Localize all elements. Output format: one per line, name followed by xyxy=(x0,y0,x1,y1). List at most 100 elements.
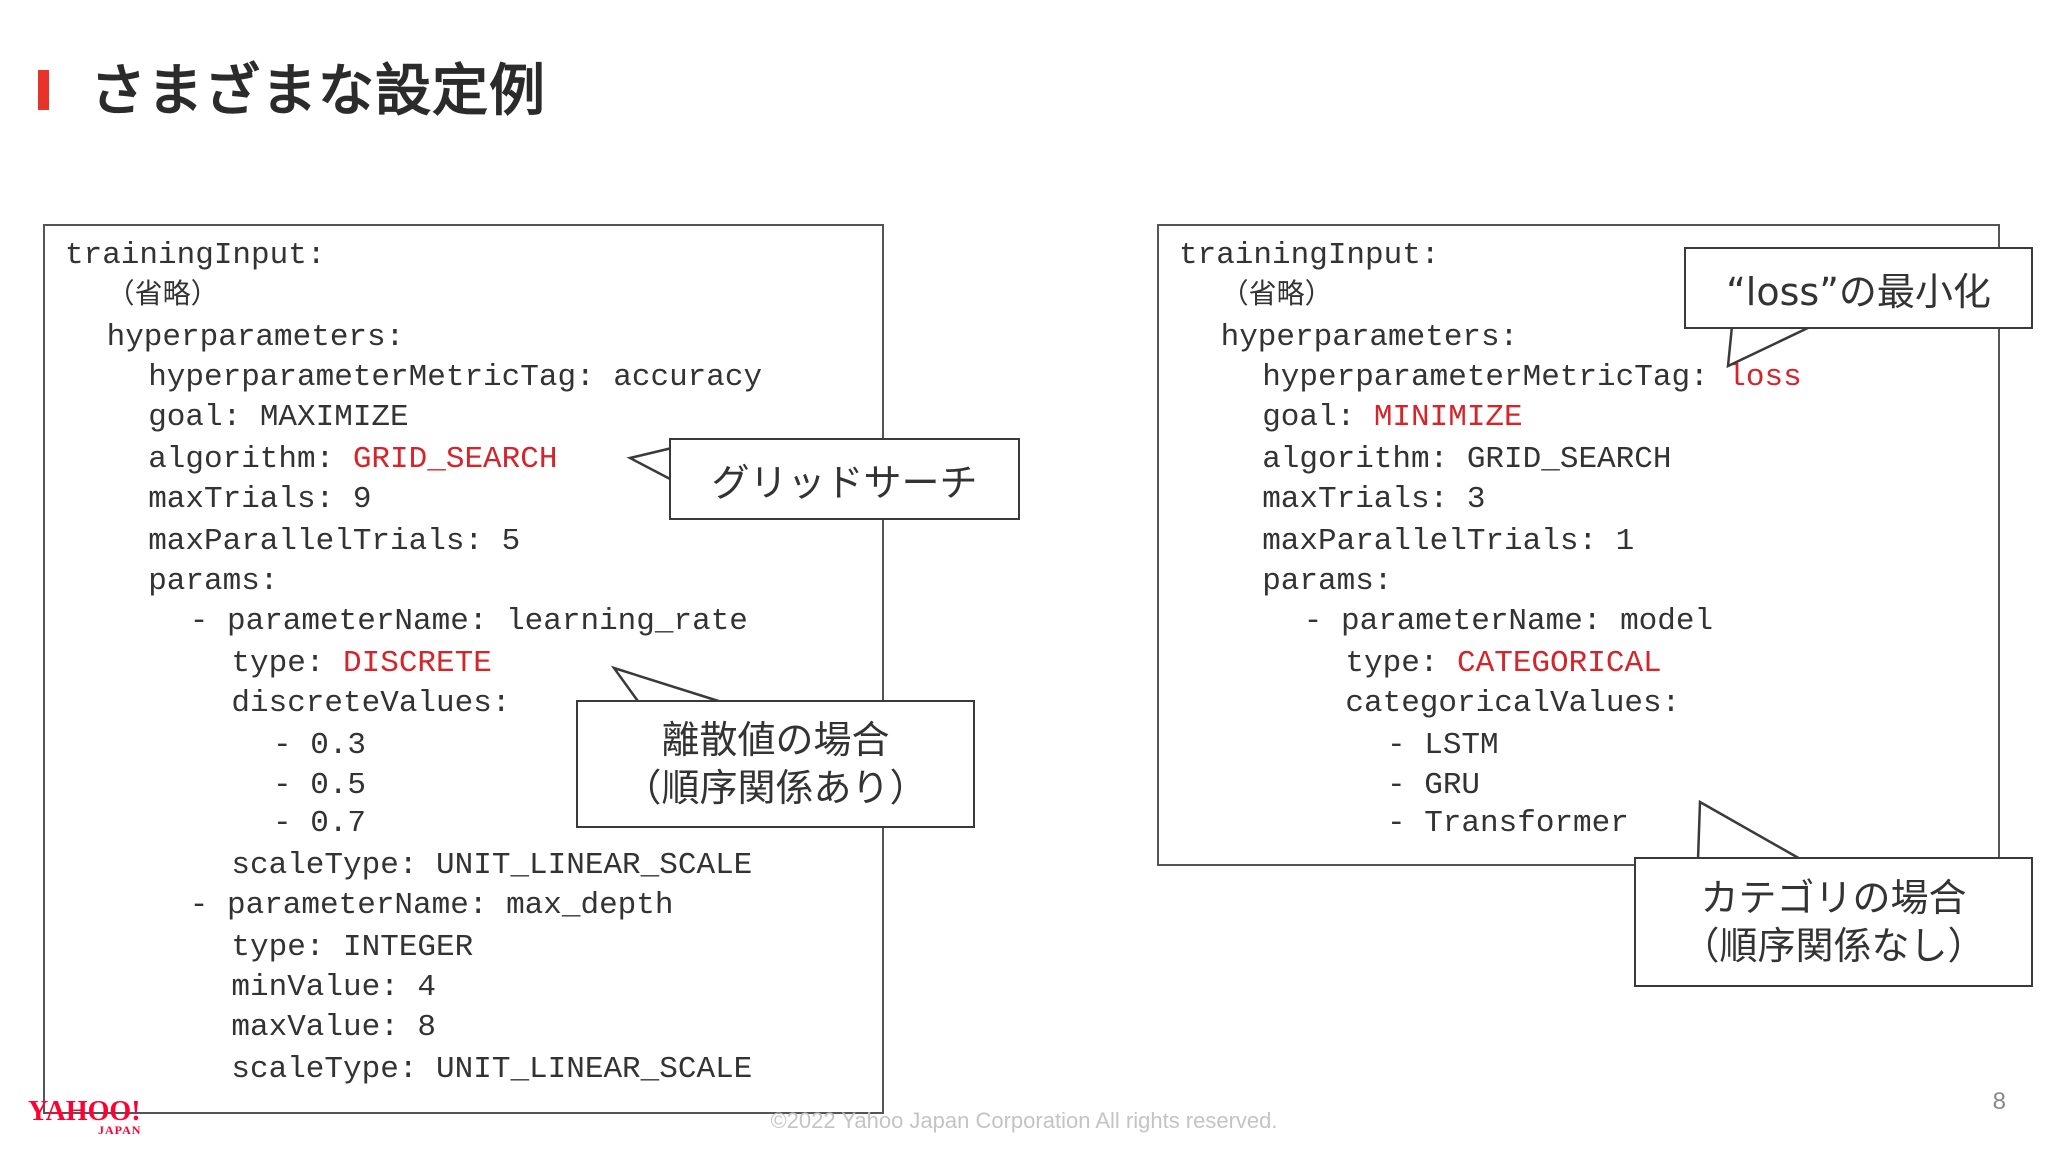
code-line: - parameterName: max_depth xyxy=(190,886,674,926)
code-value: CATEGORICAL xyxy=(1457,646,1662,681)
code-line: - GRU xyxy=(1387,766,1480,806)
code-key: hyperparameters: xyxy=(1220,320,1519,355)
logo-sub-text: JAPAN xyxy=(98,1123,142,1137)
code-value: loss xyxy=(1727,360,1802,395)
callout-text: （順序関係あり） xyxy=(623,766,928,810)
code-value: LSTM xyxy=(1424,728,1499,763)
logo-main-text: YAHOO! xyxy=(28,1096,141,1127)
code-value: INTEGER xyxy=(343,930,474,965)
code-key: params: xyxy=(148,564,279,599)
code-value: 1 xyxy=(1615,524,1635,559)
callout-text: “loss”の最小化 xyxy=(1726,269,1991,314)
code-line: hyperparameterMetricTag: accuracy xyxy=(148,358,762,398)
code-line: type: DISCRETE xyxy=(231,644,491,684)
code-key: goal: xyxy=(1262,400,1374,435)
code-key: hyperparameterMetricTag: xyxy=(1262,360,1728,395)
code-value: 0.5 xyxy=(310,768,367,803)
code-line: hyperparameters: xyxy=(107,318,405,358)
callout-discrete: 離散値の場合（順序関係あり） xyxy=(576,700,975,828)
code-line: trainingInput: xyxy=(1179,236,1439,276)
code-key: - xyxy=(273,768,311,803)
omitted-note: （省略） xyxy=(106,277,219,310)
code-line: maxTrials: 9 xyxy=(148,480,371,520)
code-line: hyperparameters: xyxy=(1221,318,1519,358)
code-key: maxValue: xyxy=(231,1010,418,1045)
code-key: algorithm: xyxy=(148,442,353,477)
code-key: type: xyxy=(231,646,344,681)
code-line: - 0.3 xyxy=(273,726,366,766)
code-line: maxParallelTrials: 1 xyxy=(1262,522,1634,562)
callout-tail-grid-search xyxy=(626,446,673,482)
code-key: type: xyxy=(231,930,344,965)
code-value: DISCRETE xyxy=(343,646,492,681)
code-value: 0.7 xyxy=(310,806,367,841)
callout-loss-minimize: “loss”の最小化 xyxy=(1684,247,2033,329)
code-line: discreteValues: xyxy=(231,684,510,724)
code-key: - xyxy=(1387,768,1425,803)
code-line: params: xyxy=(1262,562,1392,602)
code-key: discreteValues: xyxy=(231,686,511,721)
code-panel-categorical-example: trainingInput: （省略） hyperparameters: hyperp… xyxy=(1157,224,2000,866)
code-key: maxParallelTrials: xyxy=(148,524,502,559)
code-line: params: xyxy=(148,562,278,602)
code-line: （省略） xyxy=(107,274,219,314)
code-line: - LSTM xyxy=(1387,726,1499,766)
callout-tail-loss xyxy=(1726,324,1813,369)
code-key: - xyxy=(273,806,311,841)
code-line: maxTrials: 3 xyxy=(1262,480,1485,520)
code-key: maxParallelTrials: xyxy=(1262,524,1616,559)
code-value: MAXIMIZE xyxy=(259,400,409,435)
code-value: GRID_SEARCH xyxy=(352,442,558,477)
code-key: - parameterName: xyxy=(1303,604,1621,639)
code-panel-grid-search-example: trainingInput: （省略） hyperparameters:hyperp… xyxy=(43,224,884,1114)
code-value: 5 xyxy=(501,524,521,559)
code-value: UNIT_LINEAR_SCALE xyxy=(436,848,753,883)
code-value: GRU xyxy=(1424,768,1481,803)
callout-text: 離散値の場合 xyxy=(661,718,890,762)
code-line: maxParallelTrials: 5 xyxy=(148,522,520,562)
code-key: - xyxy=(1387,806,1425,841)
code-line: - 0.7 xyxy=(273,804,366,844)
callout-categorical: カテゴリの場合（順序関係なし） xyxy=(1634,857,2033,987)
code-key: hyperparameterMetricTag: xyxy=(148,360,614,395)
code-key: minValue: xyxy=(231,970,418,1005)
code-line: （省略） xyxy=(1221,274,1333,314)
code-line: minValue: 4 xyxy=(231,968,436,1008)
code-key: - xyxy=(273,728,311,763)
code-line: algorithm: GRID_SEARCH xyxy=(1262,440,1671,480)
code-value: MINIMIZE xyxy=(1373,400,1523,435)
callout-text: カテゴリの場合 xyxy=(1700,876,1967,920)
code-line: scaleType: UNIT_LINEAR_SCALE xyxy=(231,846,752,886)
code-key: trainingInput: xyxy=(65,238,326,273)
code-key: scaleType: xyxy=(231,848,437,883)
code-key: categoricalValues: xyxy=(1345,686,1681,721)
callout-text: （順序関係なし） xyxy=(1681,924,1986,968)
code-key: maxTrials: xyxy=(148,482,353,517)
code-key: algorithm: xyxy=(1262,442,1467,477)
code-line: algorithm: GRID_SEARCH xyxy=(148,440,557,480)
code-key: - xyxy=(1387,728,1425,763)
code-key: trainingInput: xyxy=(1179,238,1440,273)
code-line: goal: MAXIMIZE xyxy=(148,398,408,438)
code-key: - parameterName: xyxy=(189,604,507,639)
code-line: categoricalValues: xyxy=(1345,684,1680,724)
code-line: - parameterName: model xyxy=(1304,602,1713,642)
code-value: Transformer xyxy=(1424,806,1629,841)
code-line: - Transformer xyxy=(1387,804,1629,844)
yahoo-japan-logo: YAHOO! JAPAN xyxy=(28,1098,158,1138)
title-accent-bar xyxy=(38,70,49,110)
code-value: 3 xyxy=(1466,482,1486,517)
code-value: 8 xyxy=(417,1010,437,1045)
code-line: maxValue: 8 xyxy=(231,1008,436,1048)
code-value: model xyxy=(1620,604,1714,639)
page-number: 8 xyxy=(1992,1088,2006,1115)
code-value: GRID_SEARCH xyxy=(1466,442,1672,477)
code-line: type: CATEGORICAL xyxy=(1345,644,1661,684)
code-value: 0.3 xyxy=(310,728,367,763)
copyright-notice: ©2022 Yahoo Japan Corporation All rights… xyxy=(770,1108,1278,1133)
code-value: accuracy xyxy=(613,360,763,395)
omitted-note: （省略） xyxy=(1220,277,1333,310)
code-value: UNIT_LINEAR_SCALE xyxy=(436,1052,753,1087)
code-value: learning_rate xyxy=(506,604,748,639)
slide-title: さまざまな設定例 xyxy=(90,59,546,124)
